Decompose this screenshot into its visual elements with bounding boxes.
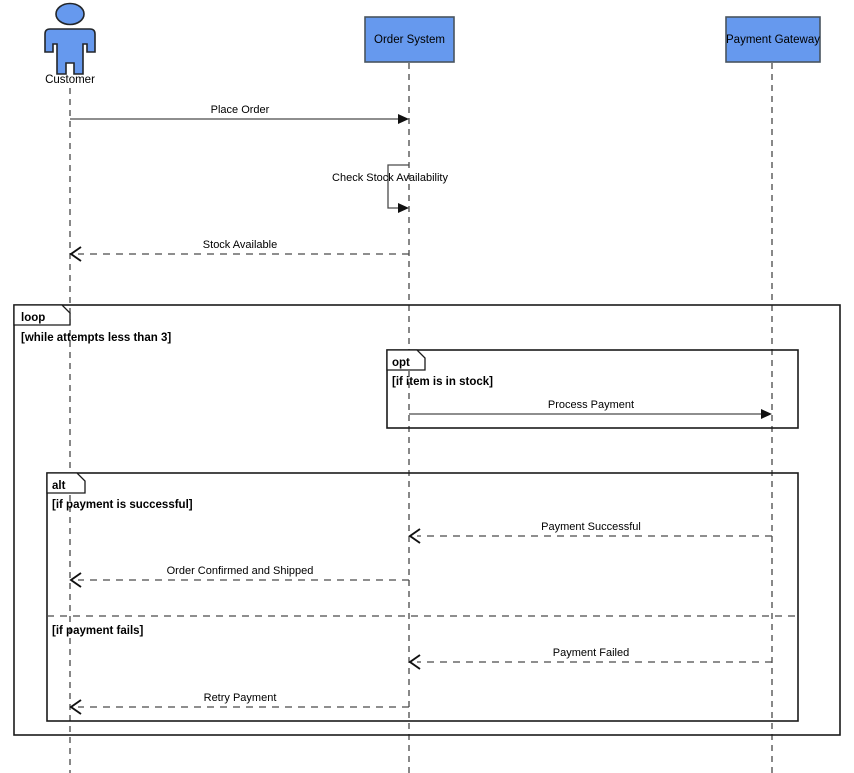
message-order-confirmed-and-shipped[interactable]: Order Confirmed and Shipped (69, 565, 409, 588)
fragment-loop[interactable]: loop [while attempts less than 3] (13, 304, 841, 736)
message-label: Order Confirmed and Shipped (167, 565, 314, 577)
participant-box-payment-gateway[interactable] (725, 16, 821, 63)
participant-label-customer: Customer (45, 74, 95, 86)
message-payment-failed[interactable]: Payment Failed (408, 647, 772, 670)
message-label: Retry Payment (204, 692, 277, 704)
message-self-path (387, 164, 409, 209)
lifelines (69, 63, 773, 773)
message-label: Place Order (211, 104, 270, 116)
fragment-opt-border (386, 349, 799, 429)
arrowhead-filled-icon (398, 203, 409, 213)
arrowhead-open-icon (69, 572, 82, 588)
message-stock-available[interactable]: Stock Available (69, 239, 409, 262)
fragment-alt-tab (46, 472, 86, 494)
message-label: Check Stock Availability (332, 172, 448, 184)
fragment-opt-tab (386, 349, 426, 371)
actor-body-icon (44, 28, 96, 75)
message-place-order[interactable]: Place Order (70, 104, 409, 124)
fragment-operator-label: alt (52, 480, 66, 492)
arrowhead-filled-icon (761, 409, 772, 419)
fragment-operator-label: opt (392, 357, 410, 369)
participant-payment-gateway[interactable]: Payment Gateway (725, 16, 821, 63)
arrowhead-open-icon (69, 246, 82, 262)
participant-label-payment-gateway: Payment Gateway (726, 34, 820, 46)
fragment-guard-label: [if item is in stock] (392, 376, 493, 388)
fragment-guard-label: [while attempts less than 3] (21, 332, 171, 344)
message-payment-successful[interactable]: Payment Successful (408, 521, 772, 544)
fragment-operator-label: loop (21, 312, 45, 324)
message-process-payment[interactable]: Process Payment (409, 399, 772, 419)
arrowhead-open-icon (408, 528, 421, 544)
fragment-guard-label-2: [if payment fails] (52, 625, 144, 637)
arrowhead-open-icon (69, 699, 82, 715)
participant-order-system[interactable]: Order System (364, 16, 455, 63)
arrowhead-open-icon (408, 654, 421, 670)
message-retry-payment[interactable]: Retry Payment (69, 692, 409, 715)
message-label: Payment Failed (553, 647, 629, 659)
fragment-loop-border (13, 304, 841, 736)
message-label: Stock Available (203, 239, 277, 251)
participant-box-order-system[interactable] (364, 16, 455, 63)
fragment-alt[interactable]: alt [if payment is successful] [if payme… (46, 472, 799, 722)
message-label: Process Payment (548, 399, 634, 411)
fragment-opt[interactable]: opt [if item is in stock] (386, 349, 799, 429)
participant-customer[interactable]: Customer (44, 2, 96, 87)
message-check-stock-availability[interactable]: Check Stock Availability (332, 164, 448, 213)
fragment-guard-label-1: [if payment is successful] (52, 499, 193, 511)
arrowhead-filled-icon (398, 114, 409, 124)
fragment-loop-tab (13, 304, 71, 326)
participant-label-order-system: Order System (374, 34, 445, 46)
message-label: Payment Successful (541, 521, 641, 533)
actor-head-icon (55, 2, 85, 26)
fragment-alt-border (46, 472, 799, 722)
